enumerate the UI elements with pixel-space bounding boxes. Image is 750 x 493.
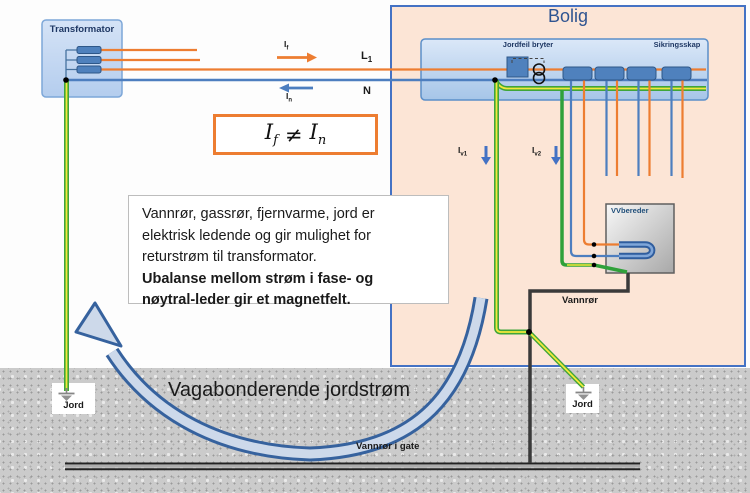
phase-current-arrow-icon: [277, 52, 317, 63]
pe-branch-iv1: [494, 80, 529, 335]
ground-label-left: Jord: [63, 400, 84, 411]
ground-label-right: Jord: [572, 399, 593, 410]
soil-ground-area: [0, 368, 750, 493]
info-line: returstrøm til transformator.: [142, 249, 317, 265]
info-line-bold: Ubalanse mellom strøm i fase- og: [142, 270, 374, 287]
toroid-ct-icon: [532, 63, 546, 76]
ground-symbol-icon-left: [58, 388, 75, 401]
iv2-down-arrow-icon: [551, 146, 561, 165]
house-water-pipe: [528, 273, 630, 463]
water-heater-label: VVbereder: [611, 206, 649, 215]
info-line: Vannrør, gassrør, fjernvarme, jord er: [142, 206, 375, 222]
street-water-pipe: [65, 462, 640, 471]
fuse-2: [594, 66, 625, 81]
explanation-text-box: Vannrør, gassrør, fjernvarme, jord er el…: [128, 195, 449, 308]
info-line: elektrisk ledende og gir mulighet for: [142, 227, 371, 244]
fuse-box-label: Sikringsskap: [653, 40, 701, 49]
transformer-label: Transformator: [49, 24, 115, 35]
neutral-current-label: In: [286, 91, 293, 104]
transformer-windings: [76, 46, 102, 74]
pe-branch-iv2: [560, 90, 628, 274]
water-heater-box: [605, 203, 675, 274]
stray-current-curved-arrow-icon: [74, 296, 489, 462]
current-inequality-formula: If ≠ In: [213, 114, 378, 155]
street-water-pipe-label: Vannrør i gate: [356, 441, 420, 452]
neutral-current-arrow-icon: [279, 83, 313, 93]
neutral-label: N: [363, 85, 371, 97]
phase-current-label: If: [284, 39, 289, 52]
rcd-breaker-label: Jordfeil bryter: [502, 40, 554, 49]
fuse-3: [626, 66, 657, 81]
heating-element-icon: [619, 241, 656, 260]
stray-current-caption: Vagabonderende jordstrøm: [168, 379, 410, 401]
transformer-internal-bus: [65, 49, 77, 80]
ground-symbol-icon-right: [575, 387, 592, 400]
fuse-row: [562, 66, 692, 81]
house-title: Bolig: [547, 6, 589, 26]
water-pipe-label: Vannrør: [562, 295, 598, 306]
info-line-bold: nøytral-leder gir et magnetfelt.: [142, 292, 351, 308]
iv1-down-arrow-icon: [481, 146, 491, 165]
iv2-current-label: Iv2: [532, 145, 542, 158]
iv1-current-label: Iv1: [458, 145, 468, 158]
fuse-1: [562, 66, 593, 81]
ground-electrode-plate-left: [52, 383, 95, 414]
junction-dots: [63, 77, 597, 335]
rcd-breaker: [506, 56, 546, 85]
phase-l1-label: L1: [361, 50, 373, 65]
circuit-drop-wires: [569, 80, 684, 258]
fuse-4: [661, 66, 692, 81]
